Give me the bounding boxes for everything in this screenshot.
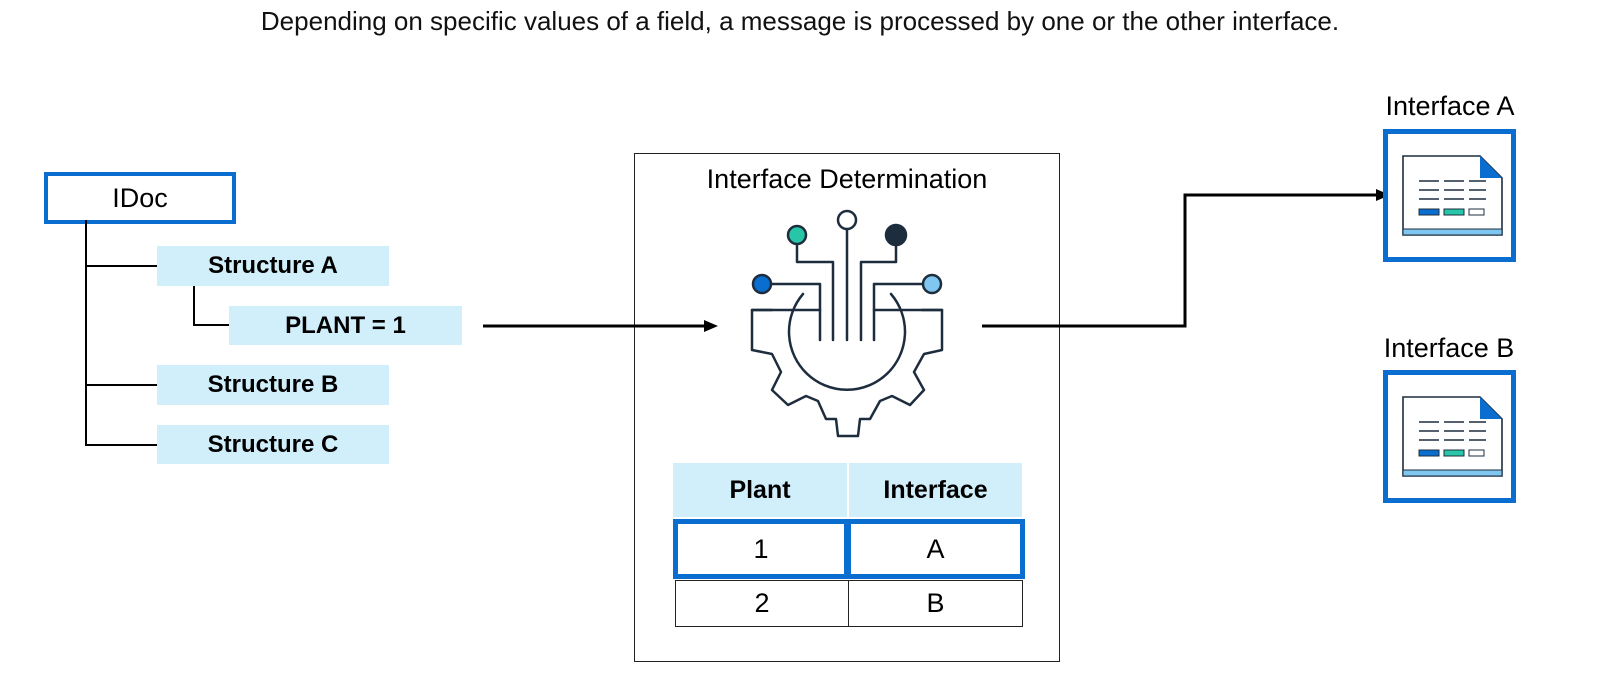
table-row-1-interface: A (846, 519, 1025, 579)
structure-c-label: Structure C (207, 430, 339, 458)
plant-field-label: PLANT = 1 (285, 311, 406, 339)
document-icon (1402, 396, 1503, 477)
tree-branch-c (85, 444, 157, 446)
table-row-2-interface-value: B (926, 588, 945, 618)
idoc-label: IDoc (112, 182, 168, 213)
tree-trunk-line (85, 220, 87, 446)
tree-sub-vertical (193, 286, 195, 326)
table-header-plant-label: Plant (729, 475, 791, 504)
table-header-interface: Interface (849, 463, 1022, 517)
interface-a-label: Interface A (1385, 91, 1515, 121)
tree-sub-branch (193, 324, 229, 326)
structure-a: Structure A (157, 246, 389, 286)
table-row-1-plant-value: 1 (753, 533, 769, 564)
gear-icon (750, 209, 944, 438)
structure-b: Structure B (157, 365, 389, 405)
interface-a-box (1383, 129, 1516, 262)
arrow-idoc-to-determination (483, 320, 718, 332)
table-header-interface-label: Interface (883, 475, 988, 504)
interface-b-box (1383, 370, 1516, 503)
structure-b-label: Structure B (207, 371, 339, 398)
tree-branch-b (85, 384, 157, 386)
structure-c: Structure C (157, 425, 389, 464)
interface-b-label: Interface B (1383, 333, 1515, 363)
table-row-1-interface-value: A (926, 533, 945, 564)
arrow-determination-to-interface-a (982, 189, 1390, 328)
document-icon (1402, 155, 1503, 236)
diagram-caption: Depending on specific values of a field,… (260, 6, 1340, 36)
table-header-plant: Plant (673, 463, 847, 517)
table-row-2-plant-value: 2 (754, 588, 770, 618)
table-row-2-interface: B (848, 580, 1023, 627)
tree-branch-a (85, 265, 157, 267)
interface-determination-title: Interface Determination (706, 164, 988, 194)
structure-a-label: Structure A (208, 252, 338, 279)
plant-field: PLANT = 1 (229, 306, 462, 345)
idoc-box: IDoc (44, 172, 236, 224)
